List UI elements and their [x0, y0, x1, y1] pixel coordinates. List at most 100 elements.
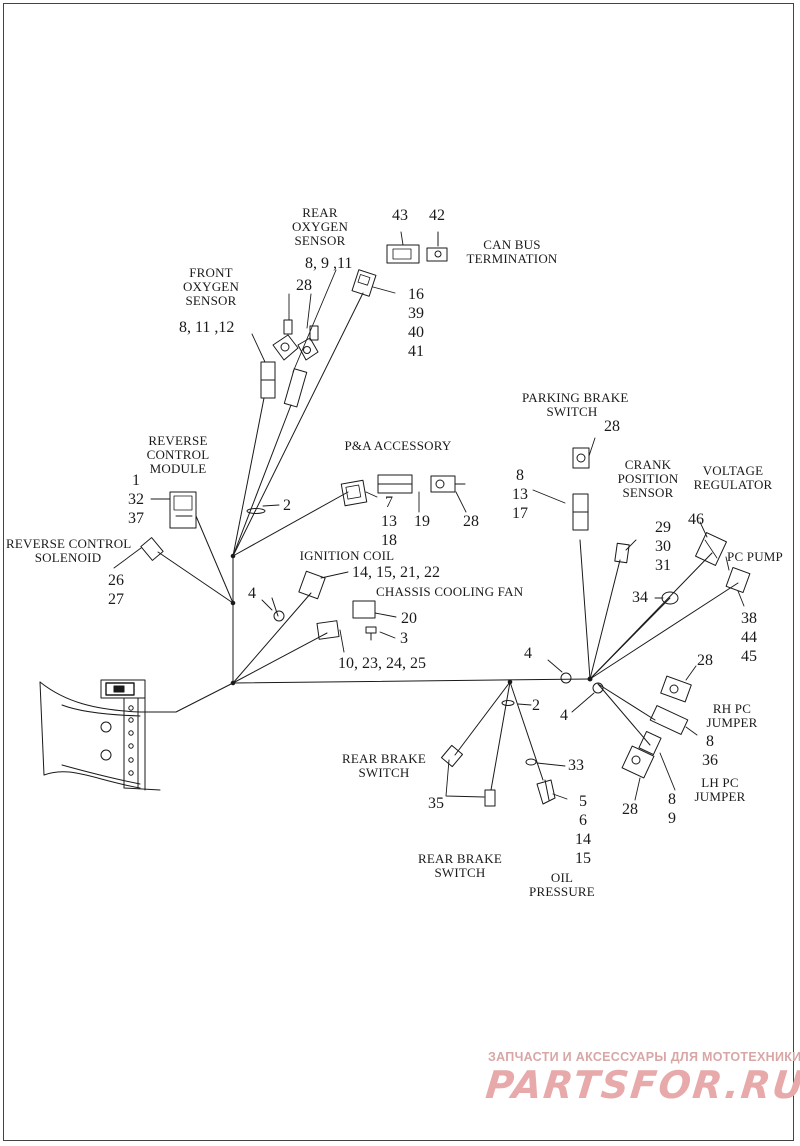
right-branches [454, 539, 739, 791]
callout-line: 36 [702, 752, 718, 769]
parking-brake-clip [572, 447, 590, 469]
oil-pressure-sensor [525, 758, 556, 805]
callout-rear-o2-refs: 8, 9 ,11 [305, 255, 353, 272]
callout-tie-2-lower: 2 [532, 697, 540, 714]
label-line: TERMINATION [466, 251, 558, 266]
callout-lh-pc-28: 28 [622, 801, 638, 818]
label-line: POSITION [617, 471, 679, 486]
diagram-border [3, 3, 794, 1141]
callout-line: 16 [408, 286, 424, 303]
can-bus-connector-43 [386, 244, 420, 264]
pa-connector-19 [377, 474, 413, 494]
label-line: MODULE [149, 461, 207, 476]
callout-line: 17 [512, 505, 528, 522]
parking-brake-connector [572, 493, 589, 531]
callout-pc-pump: 38 44 45 [736, 609, 762, 666]
front-oxygen-connector-a [260, 361, 276, 399]
watermark-logo: PARTSFOR.RU [483, 1063, 800, 1107]
callout-voltage-regulator-34: 34 [632, 589, 648, 606]
lh-pc-clip [621, 745, 655, 779]
callout-pa-28: 28 [463, 513, 479, 530]
callout-line: 31 [655, 557, 671, 574]
callout-crank-position: 29 30 31 [650, 518, 676, 575]
callout-line: 26 [108, 572, 124, 589]
voltage-regulator-connector [695, 532, 727, 566]
callout-line: 40 [408, 324, 424, 341]
front-oxygen-connector-b [283, 368, 308, 408]
ignition-coil-label: IGNITION COIL [299, 548, 395, 563]
callout-line: 29 [655, 519, 671, 536]
callout-line: 27 [108, 591, 124, 608]
label-line: PARKING BRAKE [522, 390, 629, 405]
label-line: SENSOR [622, 485, 674, 500]
callout-line: 32 [128, 491, 144, 508]
callout-line: 6 [579, 812, 587, 829]
callout-line: 37 [128, 510, 144, 527]
pa-connector [340, 479, 368, 507]
callout-reverse-control-module: 1 32 37 [118, 471, 154, 528]
callout-rh-pc-28: 28 [697, 652, 713, 669]
callout-can-42: 42 [429, 207, 445, 224]
callout-rh-pc-refs: 8 36 [698, 732, 722, 770]
callout-lh-pc-refs: 8 9 [662, 790, 682, 828]
callout-voltage-regulator-46: 46 [688, 511, 704, 528]
crank-position-sensor-label: CRANK POSITION SENSOR [614, 458, 682, 500]
lh-pc-jumper-label: LH PC JUMPER [688, 776, 752, 804]
lh-pc-connector [638, 730, 662, 756]
ignition-coil-connector [298, 570, 326, 600]
callout-ground-4-upper: 4 [524, 645, 532, 662]
callout-line: 30 [655, 538, 671, 555]
front-oxygen-sensor-label: FRONT OXYGEN SENSOR [174, 266, 248, 308]
callout-pa-19: 19 [414, 513, 430, 530]
label-line: OXYGEN [291, 219, 349, 234]
rear-brake-switch-lower-label: REAR BRAKE SWITCH [412, 852, 508, 880]
callout-oil-33: 33 [568, 757, 584, 774]
label-line: SENSOR [294, 233, 346, 248]
upper-branches [157, 292, 364, 686]
label-line: LH PC [701, 775, 739, 790]
callout-pa-connector: 7 13 18 [377, 493, 401, 550]
pc-pump-connector [725, 567, 751, 593]
rear-brake-switch-upper-label: REAR BRAKE SWITCH [336, 752, 432, 780]
callout-line: 13 [512, 486, 528, 503]
callout-parking-brake-refs: 8 13 17 [507, 466, 533, 523]
reverse-control-solenoid [140, 537, 164, 561]
label-line: REAR BRAKE [418, 851, 502, 866]
chassis-cooling-fan-label: CHASSIS COOLING FAN [376, 584, 524, 599]
label-line: JUMPER [694, 789, 746, 804]
pa-accessory-label: P&A ACCESSORY [344, 438, 452, 453]
label-line: CRANK [624, 457, 672, 472]
callout-fan-3: 3 [400, 630, 408, 647]
frame-bracket [39, 679, 177, 791]
callout-reverse-control-solenoid: 26 27 [102, 571, 130, 609]
callout-line: 15 [575, 850, 591, 867]
label-line: SWITCH [546, 404, 598, 419]
label-line: REVERSE CONTROL [6, 536, 132, 551]
label-line: JUMPER [706, 715, 758, 730]
label-line: CONTROL [146, 447, 210, 462]
label-line: VOLTAGE [702, 463, 764, 478]
label-line: OXYGEN [182, 279, 240, 294]
reverse-control-module-label: REVERSE CONTROL MODULE [140, 434, 216, 476]
parking-brake-switch-label: PARKING BRAKE SWITCH [522, 390, 629, 419]
callout-rear-o2-connector: 16 39 40 41 [408, 285, 424, 361]
voltage-regulator-label: VOLTAGE REGULATOR [688, 464, 778, 492]
rear-brake-switch-a [440, 744, 464, 768]
callout-fan-refs: 10, 23, 24, 25 [338, 655, 426, 672]
ground-ring-upper [560, 672, 572, 684]
crank-sensor-connector [614, 542, 630, 564]
reverse-control-module [169, 491, 197, 529]
rh-pc-jumper-label: RH PC JUMPER [700, 702, 764, 730]
callout-line: 8 [706, 733, 714, 750]
label-line: REAR [302, 205, 338, 220]
callout-o2-clip-28: 28 [296, 277, 312, 294]
label-line: REVERSE [148, 433, 208, 448]
front-oxygen-clip-a [272, 319, 299, 361]
callout-ground-4-lower: 4 [560, 707, 568, 724]
watermark-tagline: ЗАПЧАСТИ И АКСЕССУАРЫ ДЛЯ МОТОТЕХНИКИ [488, 1050, 800, 1064]
callout-line: 39 [408, 305, 424, 322]
pc-pump-label: PC PUMP [727, 549, 783, 564]
leader-lines [113, 231, 745, 801]
label-line: CAN BUS [483, 237, 541, 252]
callout-line: 14 [575, 831, 591, 848]
